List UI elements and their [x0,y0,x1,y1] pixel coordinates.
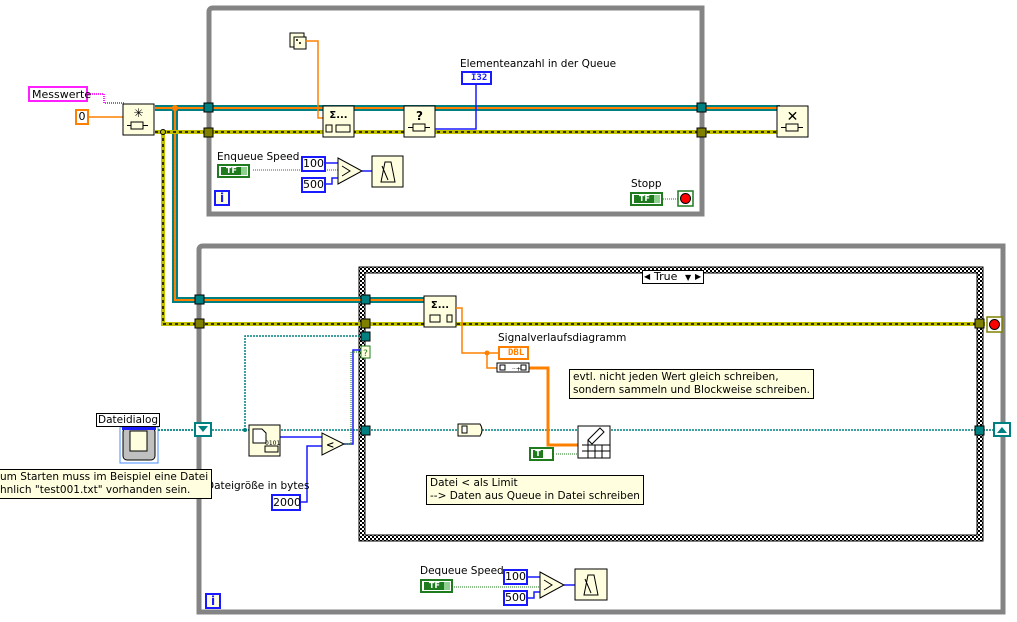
shift-register-left[interactable] [194,422,212,437]
tunnel-queue-out [696,102,707,113]
numeric-wire-consumer [528,576,575,599]
comment-line: um Starten muss im Beispiel eine Datei [0,471,209,483]
write-spreadsheet-node[interactable] [577,425,611,459]
waveform-chart-terminal[interactable]: DBL [498,346,529,360]
comment-file-limit: Datei < als Limit --> Daten aus Queue in… [426,475,644,505]
svg-text:··+: ··+ [512,366,521,373]
case-tunnel-file-top [360,331,371,342]
dbl-wire-data [456,307,498,369]
producer-while-loop[interactable] [206,5,705,217]
file-dialog-label: Dateidialog [96,413,161,427]
tunnel-error-out [696,127,707,138]
comment-start-hint: um Starten muss im Beispiel eine Datei h… [0,469,213,499]
svg-text:<: < [326,440,334,451]
build-array-node[interactable]: ··+ [496,362,530,373]
queue-count-label: Elementeanzahl in der Queue [460,58,617,70]
queue-size-constant[interactable]: 0 [75,109,89,125]
terminal-arrow [241,167,247,175]
tf-glyph: TF [424,582,445,590]
bool-wire-compare [344,351,362,445]
comment-line: evtl. nicht jeden Wert gleich schreiben, [573,371,779,383]
comment-line: sondern sammeln und Blockweise schreiben… [573,384,810,396]
enqueue-speed-control[interactable]: TF [217,164,250,178]
refnum-to-path-node[interactable] [457,423,483,437]
comment-line: Datei < als Limit [430,477,518,489]
producer-iteration-terminal: i [214,190,230,206]
terminal-arrow [654,195,660,203]
terminal-arrow [444,582,450,590]
i32-wire-count [435,84,477,130]
case-selector-terminal[interactable]: ? [360,345,371,359]
true-glyph: T [533,450,543,458]
dequeue-speed-control[interactable]: TF [420,579,453,593]
error-wire [155,129,985,326]
case-selector[interactable]: ◀ True ▼ ▶ [642,270,704,284]
producer-slow-constant[interactable]: 500 [301,177,326,193]
array-wire-data [529,366,579,447]
tf-glyph: TF [221,167,242,175]
get-queue-status-node[interactable]: ? [403,105,436,138]
release-queue-node[interactable]: ✕ [776,105,809,138]
tunnel-queue-in [203,102,214,113]
svg-text:Σ...: Σ... [329,110,347,121]
svg-text:0101: 0101 [265,440,280,447]
less-than-node[interactable]: < [321,432,346,456]
file-dialog-node[interactable] [119,426,159,464]
enqueue-node[interactable]: Σ... [322,105,355,138]
case-tunnel-file-out [974,425,985,436]
queue-count-indicator[interactable]: I32 [461,71,492,85]
queue-refnum-wire [155,105,780,303]
tf-glyph: TF [634,195,655,203]
producer-fast-constant[interactable]: 100 [301,156,326,172]
string-wire-queue-name [88,93,124,104]
transpose-bool-constant[interactable]: T [529,447,554,461]
stop-terminal-producer[interactable] [677,190,694,207]
enqueue-speed-label: Enqueue Speed [217,151,300,163]
case-tunnel-error [360,318,371,329]
dequeue-speed-label: Dequeue Speed [420,565,504,577]
tunnel-consumer-error [194,318,205,329]
case-dropdown-icon[interactable]: ▼ [685,273,692,282]
stop-control[interactable]: TF [630,192,663,206]
case-prev-arrow[interactable]: ◀ [644,272,651,281]
consumer-fast-constant[interactable]: 100 [503,569,528,585]
filesize-limit-constant[interactable]: 2000 [271,494,301,511]
tunnel-consumer-queue [194,294,205,305]
svg-text:?: ? [416,109,423,123]
comment-line: hnlich "test001.txt" vorhanden sein. [0,484,191,496]
comment-line: --> Daten aus Queue in Datei schreiben [430,490,640,502]
filesize-label: Dateigröße in bytes [206,480,310,492]
numeric-wire-producer [326,162,372,185]
case-tunnel-file [360,425,371,436]
dbl-wire-random [305,40,325,119]
svg-text:Σ...: Σ... [431,300,449,311]
wait-node-producer[interactable] [371,155,404,188]
case-tunnel-error-out [974,318,985,329]
wait-node-consumer[interactable] [574,568,608,601]
select-node-producer[interactable] [337,157,364,185]
case-tunnel-queue [360,294,371,305]
dequeue-node[interactable]: Σ... [423,295,457,328]
svg-text:✳: ✳ [133,106,143,120]
consumer-iteration-terminal: i [205,593,221,609]
file-size-node[interactable]: 0101 [248,424,281,457]
consumer-while-loop[interactable] [196,243,1006,615]
case-next-arrow[interactable]: ▶ [695,272,702,281]
stop-terminal-consumer[interactable] [986,316,1003,333]
obtain-queue-node[interactable]: ✳ [122,103,155,136]
queue-name-constant[interactable]: Messwerte [28,86,91,102]
case-selector-value: True [654,270,678,283]
svg-text:?: ? [363,349,368,359]
svg-text:✕: ✕ [787,109,799,125]
random-number-node[interactable] [289,32,307,50]
comment-block-write: evtl. nicht jeden Wert gleich schreiben,… [569,369,814,399]
stop-label: Stopp [631,178,662,190]
select-node-consumer[interactable] [539,571,566,599]
shift-register-right[interactable] [993,422,1011,437]
consumer-slow-constant[interactable]: 500 [503,590,528,606]
chart-label: Signalverlaufsdiagramm [498,332,627,344]
tunnel-error-in [203,127,214,138]
